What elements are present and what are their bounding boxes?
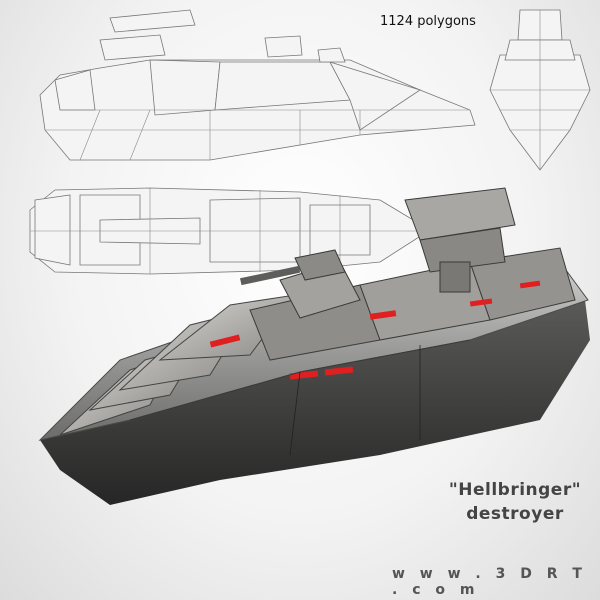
- ship-name: "Hellbringer": [448, 480, 582, 500]
- polygon-count-label: 1124 polygons: [380, 14, 476, 29]
- shaded-ship-render: [38, 187, 590, 505]
- front-wireframe-view: [489, 9, 591, 171]
- side-wireframe-view: [39, 9, 476, 161]
- ship-title: "Hellbringer" destroyer: [440, 478, 590, 526]
- website-url: w w w . 3 D R T . c o m: [392, 566, 587, 598]
- top-wireframe-view: [29, 187, 431, 275]
- ship-class: destroyer: [466, 504, 564, 524]
